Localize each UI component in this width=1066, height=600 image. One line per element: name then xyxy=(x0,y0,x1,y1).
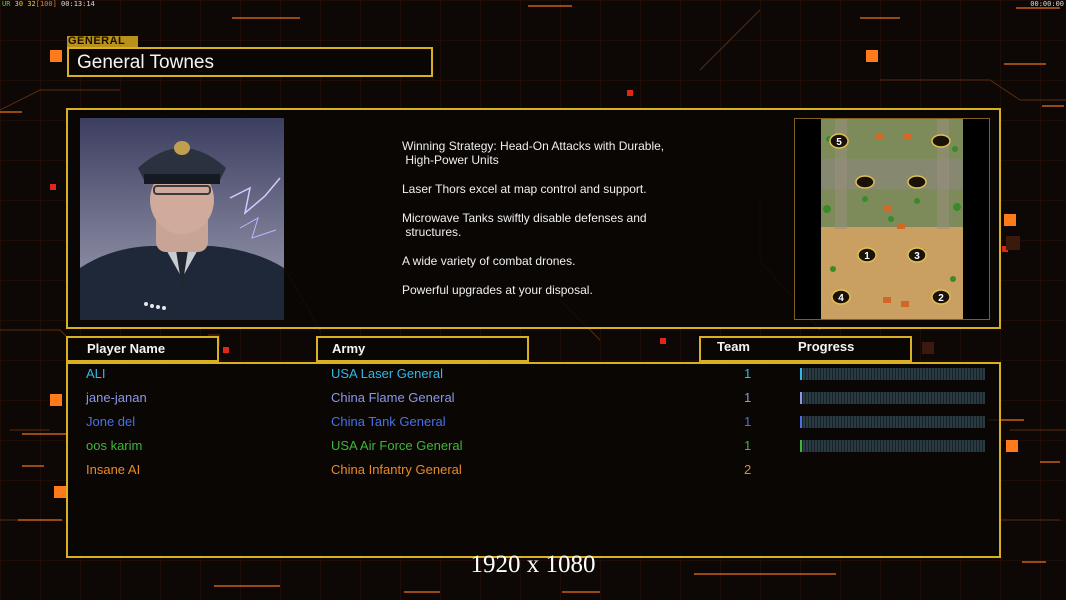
player-progress-bar xyxy=(800,392,985,404)
player-progress-fill xyxy=(800,440,802,452)
hud-stat-1: UR xyxy=(2,0,11,8)
general-name-title: General Townes xyxy=(67,47,433,77)
player-row: ALI USA Laser General 1 xyxy=(0,362,1066,386)
player-team: 2 xyxy=(744,462,752,477)
hud-clock: 00:00:00 xyxy=(1030,0,1064,8)
player-progress-fill xyxy=(800,392,802,404)
general-tag: GENERAL xyxy=(67,36,138,47)
player-progress-fill xyxy=(800,368,802,380)
player-row: Insane AI China Infantry General 2 xyxy=(0,458,1066,482)
spawn-3-label: 3 xyxy=(914,251,920,262)
header-army: Army xyxy=(316,336,529,362)
spawn-5-label: 5 xyxy=(836,137,842,148)
header-team-label: Team xyxy=(717,339,750,354)
player-progress-bar xyxy=(800,368,985,380)
hud-elapsed-time: 00:13:14 xyxy=(61,0,95,8)
strategy-description: Winning Strategy: Head-On Attacks with D… xyxy=(402,139,702,312)
player-progress-bar xyxy=(800,440,985,452)
hud-stat-2: 30 xyxy=(14,0,24,8)
player-army: USA Laser General xyxy=(331,366,444,381)
strategy-line-5: Powerful upgrades at your disposal. xyxy=(402,283,593,297)
player-team: 1 xyxy=(744,366,752,381)
general-portrait-image xyxy=(80,118,284,320)
general-portrait xyxy=(80,118,284,320)
hud-stat-3: 32 xyxy=(27,0,36,8)
player-team: 1 xyxy=(744,438,752,453)
header-player-name: Player Name xyxy=(66,336,219,362)
player-name: jane-janan xyxy=(86,390,147,405)
header-progress-label: Progress xyxy=(798,339,855,354)
player-progress-fill xyxy=(800,416,802,428)
spawn-4-label: 4 xyxy=(838,293,844,304)
player-row: Jone del China Tank General 1 xyxy=(0,410,1066,434)
player-team: 1 xyxy=(744,414,752,429)
player-name: ALI xyxy=(86,366,106,381)
header-player-name-label: Player Name xyxy=(87,341,166,356)
player-name: Insane AI xyxy=(86,462,141,477)
strategy-line-3: Microwave Tanks swiftly disable defenses… xyxy=(402,211,647,239)
hud-stat-4: [100] xyxy=(35,0,57,8)
player-team: 1 xyxy=(744,390,752,405)
player-army: China Infantry General xyxy=(331,462,462,477)
strategy-line-2: Laser Thors excel at map control and sup… xyxy=(402,182,647,196)
player-name: oos karim xyxy=(86,438,143,453)
map-preview: 5 1 3 4 2 xyxy=(794,118,990,320)
strategy-line-1: Winning Strategy: Head-On Attacks with D… xyxy=(402,139,665,167)
header-army-label: Army xyxy=(332,341,366,356)
player-army: China Flame General xyxy=(331,390,455,405)
strategy-line-4: A wide variety of combat drones. xyxy=(402,254,576,268)
player-army: China Tank General xyxy=(331,414,446,429)
map-preview-image: 5 1 3 4 2 xyxy=(795,119,989,319)
header-team-progress: Team Progress xyxy=(699,336,912,362)
hud-stats: UR 30 32[100] 00:13:14 xyxy=(2,0,95,8)
player-row: jane-janan China Flame General 1 xyxy=(0,386,1066,410)
player-progress-bar xyxy=(800,416,985,428)
player-army: USA Air Force General xyxy=(331,438,463,453)
resolution-watermark: 1920 x 1080 xyxy=(470,551,596,578)
player-name: Jone del xyxy=(86,414,136,429)
spawn-2-label: 2 xyxy=(938,293,944,304)
spawn-1-label: 1 xyxy=(864,251,870,262)
player-row: oos karim USA Air Force General 1 xyxy=(0,434,1066,458)
